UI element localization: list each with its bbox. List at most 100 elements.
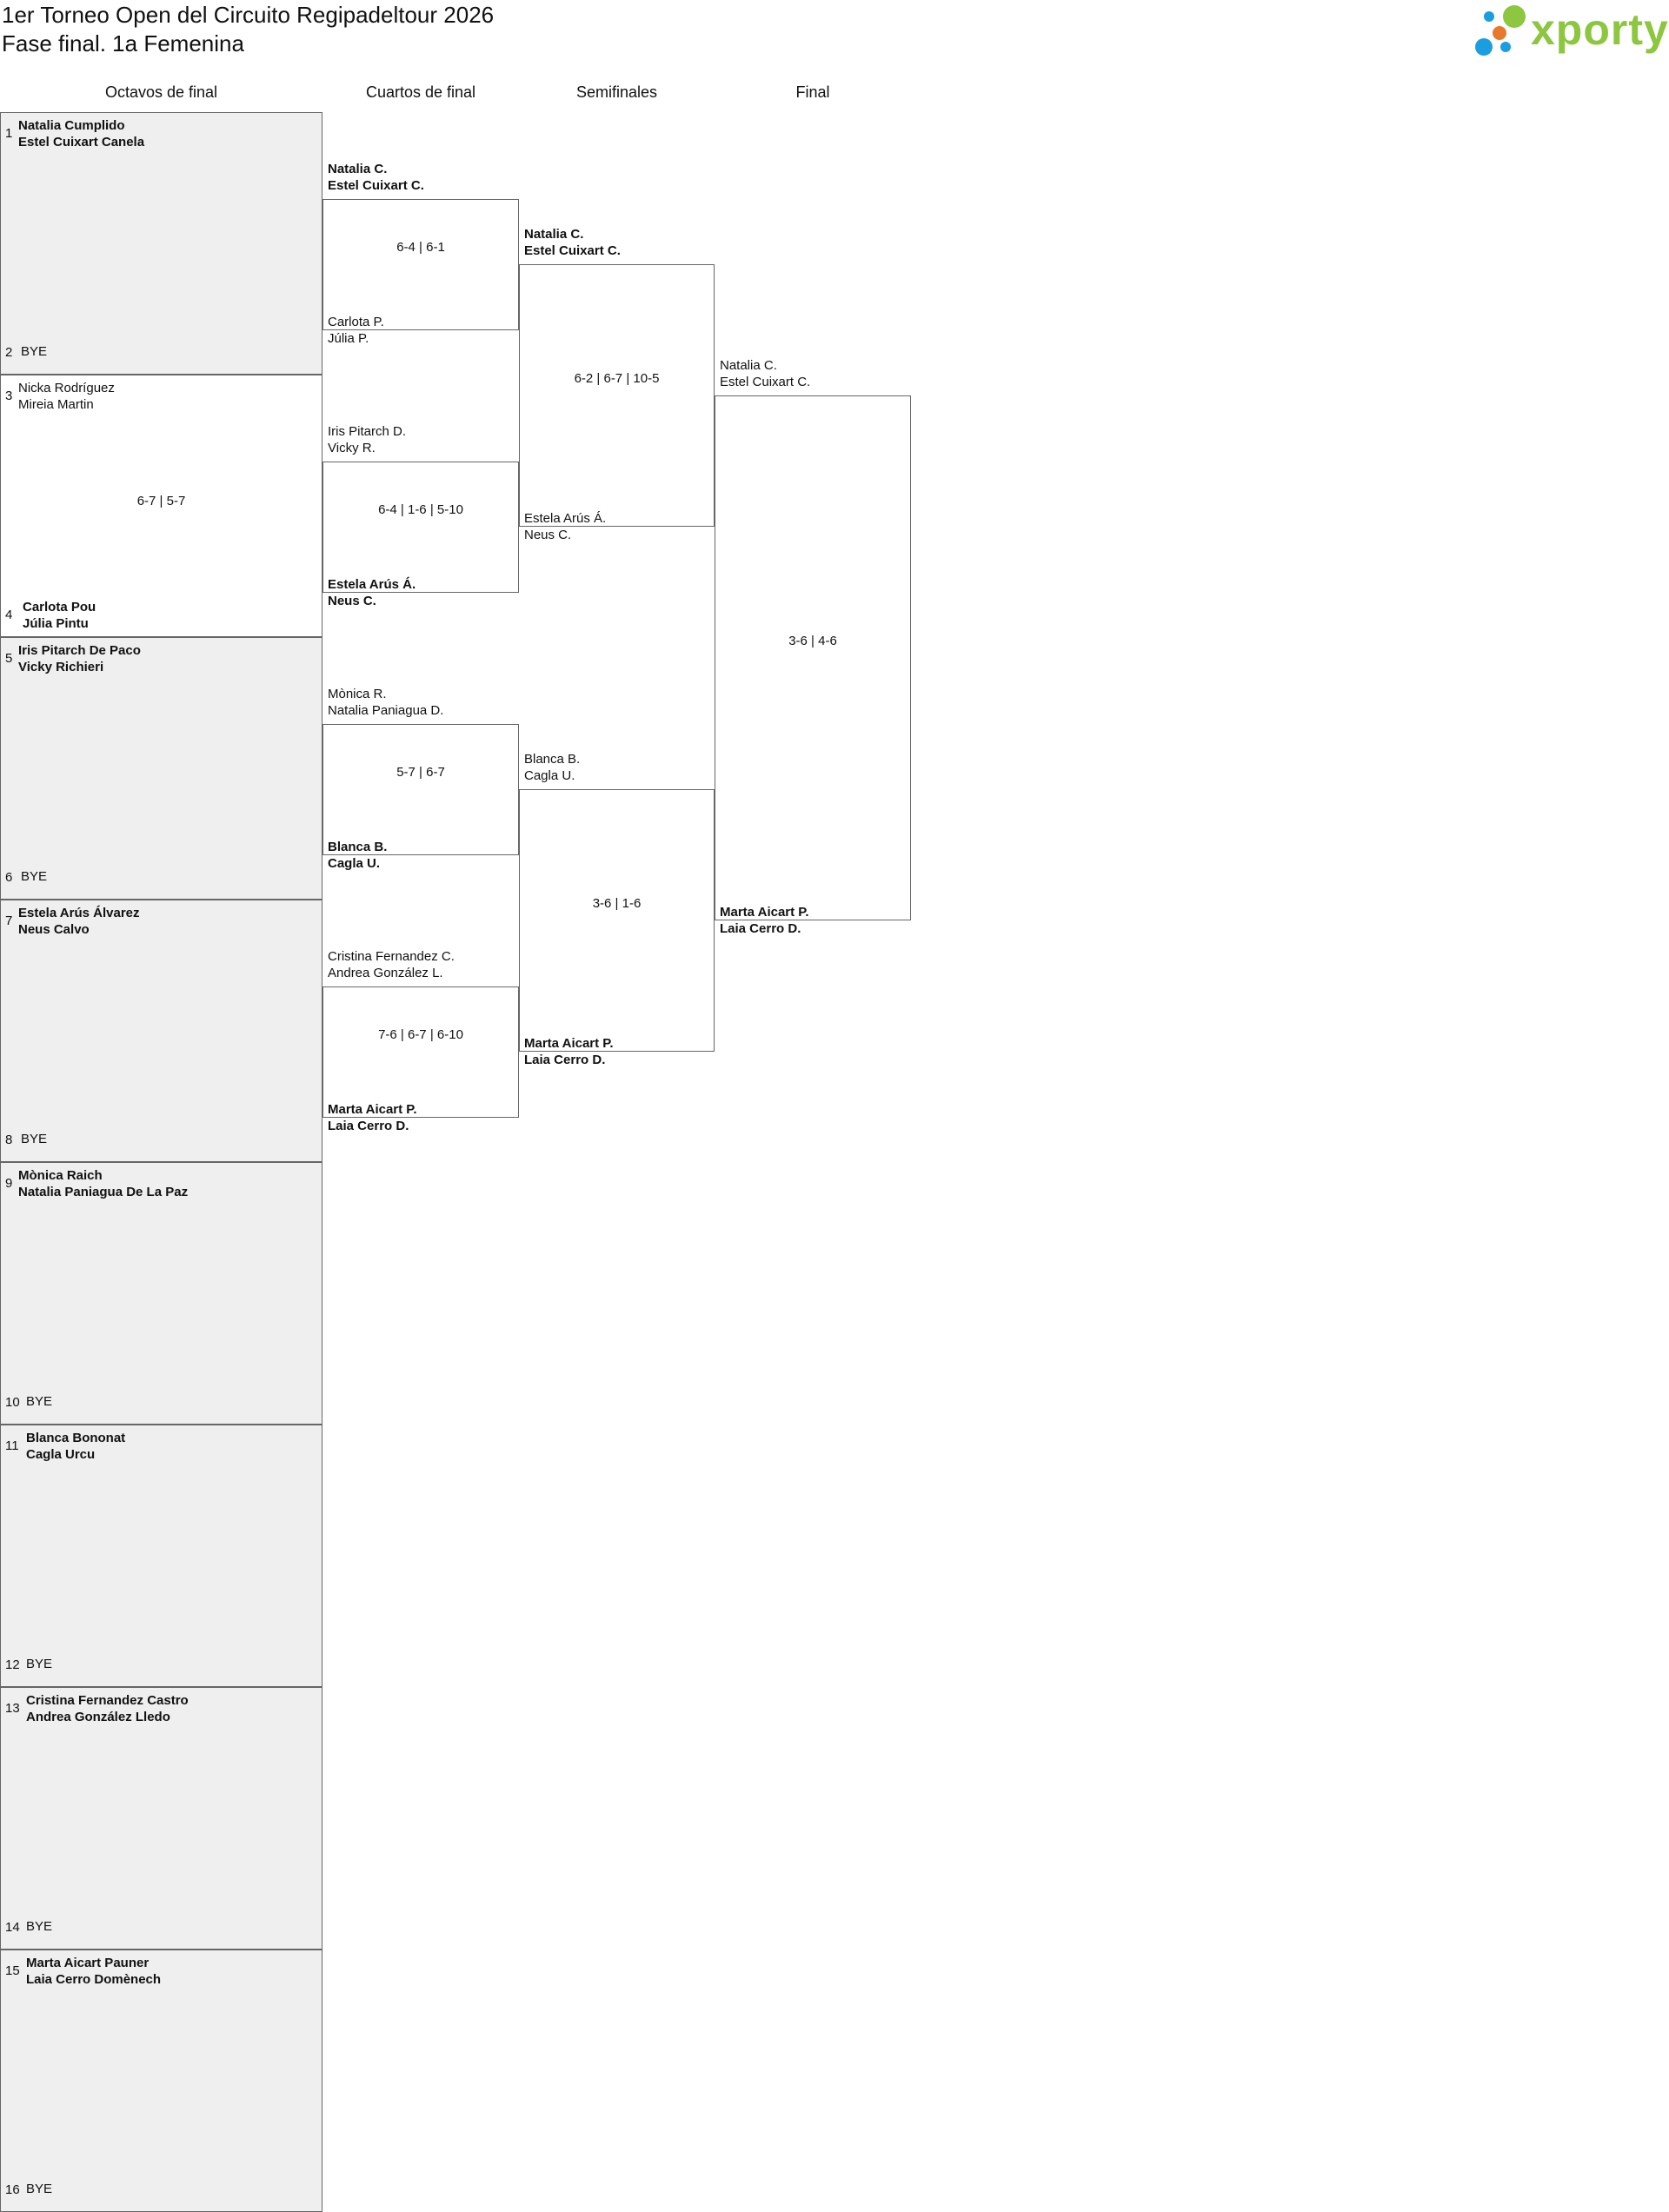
match-score: 6-4 | 1-6 | 5-10: [378, 502, 463, 517]
player-name: Estela Arús Á.: [524, 511, 607, 526]
round-header: Semifinales: [575, 83, 658, 101]
qf-team-a[interactable]: Natalia C.Estel Cuixart C.: [328, 161, 424, 194]
qf-team-a[interactable]: Mònica R.Natalia Paniagua D.: [328, 686, 443, 719]
sf-match-box: [519, 789, 715, 1052]
sf-match-box: [519, 264, 715, 527]
player-name: Estel Cuixart C.: [524, 243, 621, 258]
qf-match-box: [322, 198, 519, 330]
r16-match-box: [0, 1687, 322, 1950]
qf-team-b[interactable]: Marta Aicart P.Laia Cerro D.: [328, 1101, 417, 1134]
seed-number: 13: [5, 1701, 20, 1716]
player-name: Carlota Pou: [23, 600, 96, 614]
bye-label: BYE: [26, 1657, 53, 1671]
player-name: Iris Pitarch De Paco: [18, 643, 141, 658]
match-score: 7-6 | 6-7 | 6-10: [378, 1027, 463, 1042]
final-team-a[interactable]: Natalia C. Estel Cuixart C.: [720, 357, 810, 390]
seed-number: 10: [5, 1395, 20, 1410]
player-name: Mònica Raich: [18, 1168, 103, 1183]
seed-number: 7: [5, 913, 13, 928]
qf-match-box: [322, 461, 519, 593]
match-score: 5-7 | 6-7: [396, 765, 445, 780]
bye-label: BYE: [26, 1394, 53, 1409]
player-name: Natalia Paniagua D.: [328, 702, 444, 718]
seed-number: 12: [5, 1657, 20, 1672]
bye-label: BYE: [21, 1132, 48, 1146]
player-name: Júlia P.: [328, 330, 369, 346]
player-name: Laia Cerro D.: [328, 1118, 409, 1133]
player-name: Marta Aicart Pauner: [26, 1956, 150, 1970]
player-name: Blanca B.: [524, 752, 581, 767]
sf-team-b[interactable]: Marta Aicart P.Laia Cerro D.: [524, 1035, 614, 1068]
player-name: Natalia C.: [524, 227, 584, 242]
sf-team-a[interactable]: Natalia C.Estel Cuixart C.: [524, 226, 621, 259]
seed-number: 3: [5, 389, 13, 403]
player-name: Laia Cerro D.: [720, 921, 801, 936]
final-team-b[interactable]: Marta Aicart P.Laia Cerro D.: [720, 904, 809, 937]
player-name: Mireia Martin: [18, 397, 94, 412]
qf-team-a[interactable]: Cristina Fernandez C.Andrea González L.: [328, 948, 455, 981]
sf-team-b[interactable]: Estela Arús Á. Neus C.: [524, 510, 606, 543]
r16-match-box: [0, 375, 322, 637]
seed-number: 15: [5, 1963, 20, 1978]
player-name: Cagla Urcu: [26, 1447, 96, 1462]
round-header: Final: [795, 83, 830, 101]
player-name: Marta Aicart P.: [328, 1101, 417, 1117]
tournament-title: 1er Torneo Open del Circuito Regipadelto…: [2, 2, 495, 28]
qf-team-a[interactable]: Iris Pitarch D.Vicky R.: [328, 423, 406, 456]
match-score: 3-6 | 4-6: [788, 634, 837, 648]
final-match-box: [715, 395, 911, 920]
bye-label: BYE: [26, 1919, 53, 1934]
player-name: Andrea González Lledo: [26, 1710, 170, 1724]
match-score: 6-2 | 6-7 | 10-5: [574, 371, 660, 386]
r16-match-box: [0, 112, 322, 375]
player-name: Natalia C.: [720, 358, 777, 373]
player-name: Natalia Cumplido: [18, 118, 125, 133]
player-name: Blanca B.: [328, 839, 388, 854]
qf-team-b[interactable]: Carlota P.Júlia P.: [328, 314, 384, 347]
player-name: Cagla U.: [328, 855, 381, 871]
player-name: Marta Aicart P.: [720, 905, 809, 920]
seed-number: 11: [5, 1438, 19, 1453]
match-score: 6-4 | 6-1: [396, 240, 445, 255]
seed-number: 5: [5, 651, 13, 666]
qf-match-box: [322, 986, 519, 1118]
r16-match-box: [0, 637, 322, 900]
seed-number: 2: [5, 345, 13, 360]
player-name: Estela Arús Álvarez: [18, 906, 140, 920]
seed-number: 1: [5, 126, 13, 141]
player-name: Iris Pitarch D.: [328, 423, 407, 439]
bye-label: BYE: [21, 344, 48, 359]
sf-team-a[interactable]: Blanca B.Cagla U.: [524, 751, 580, 784]
player-name: Blanca Bononat: [26, 1431, 126, 1445]
player-name: Laia Cerro Domènech: [26, 1972, 162, 1987]
qf-team-b[interactable]: Estela Arús Á.Neus C.: [328, 576, 416, 609]
player-name: Natalia C.: [328, 161, 388, 176]
player-name: Cristina Fernandez C.: [328, 948, 455, 964]
player-name: Nicka Rodríguez: [18, 381, 115, 395]
match-score: 3-6 | 1-6: [592, 896, 642, 911]
seed-number: 9: [5, 1176, 13, 1191]
qf-team-b[interactable]: Blanca B.Cagla U.: [328, 839, 387, 872]
seed-number: 4: [5, 608, 13, 622]
player-name: Vicky Richieri: [18, 660, 104, 674]
qf-match-box: [322, 723, 519, 855]
r16-match-box: [0, 1162, 322, 1425]
player-name: Cristina Fernandez Castro: [26, 1693, 189, 1708]
player-name: Neus C.: [524, 528, 572, 542]
seed-number: 8: [5, 1133, 13, 1147]
logo-dots-icon: [1475, 5, 1526, 56]
round-header: Cuartos de final: [365, 83, 476, 101]
bye-label: BYE: [26, 2182, 53, 2196]
player-name: Estel Cuixart C.: [720, 375, 811, 389]
player-name: Laia Cerro D.: [524, 1053, 606, 1067]
player-name: Vicky R.: [328, 440, 376, 455]
